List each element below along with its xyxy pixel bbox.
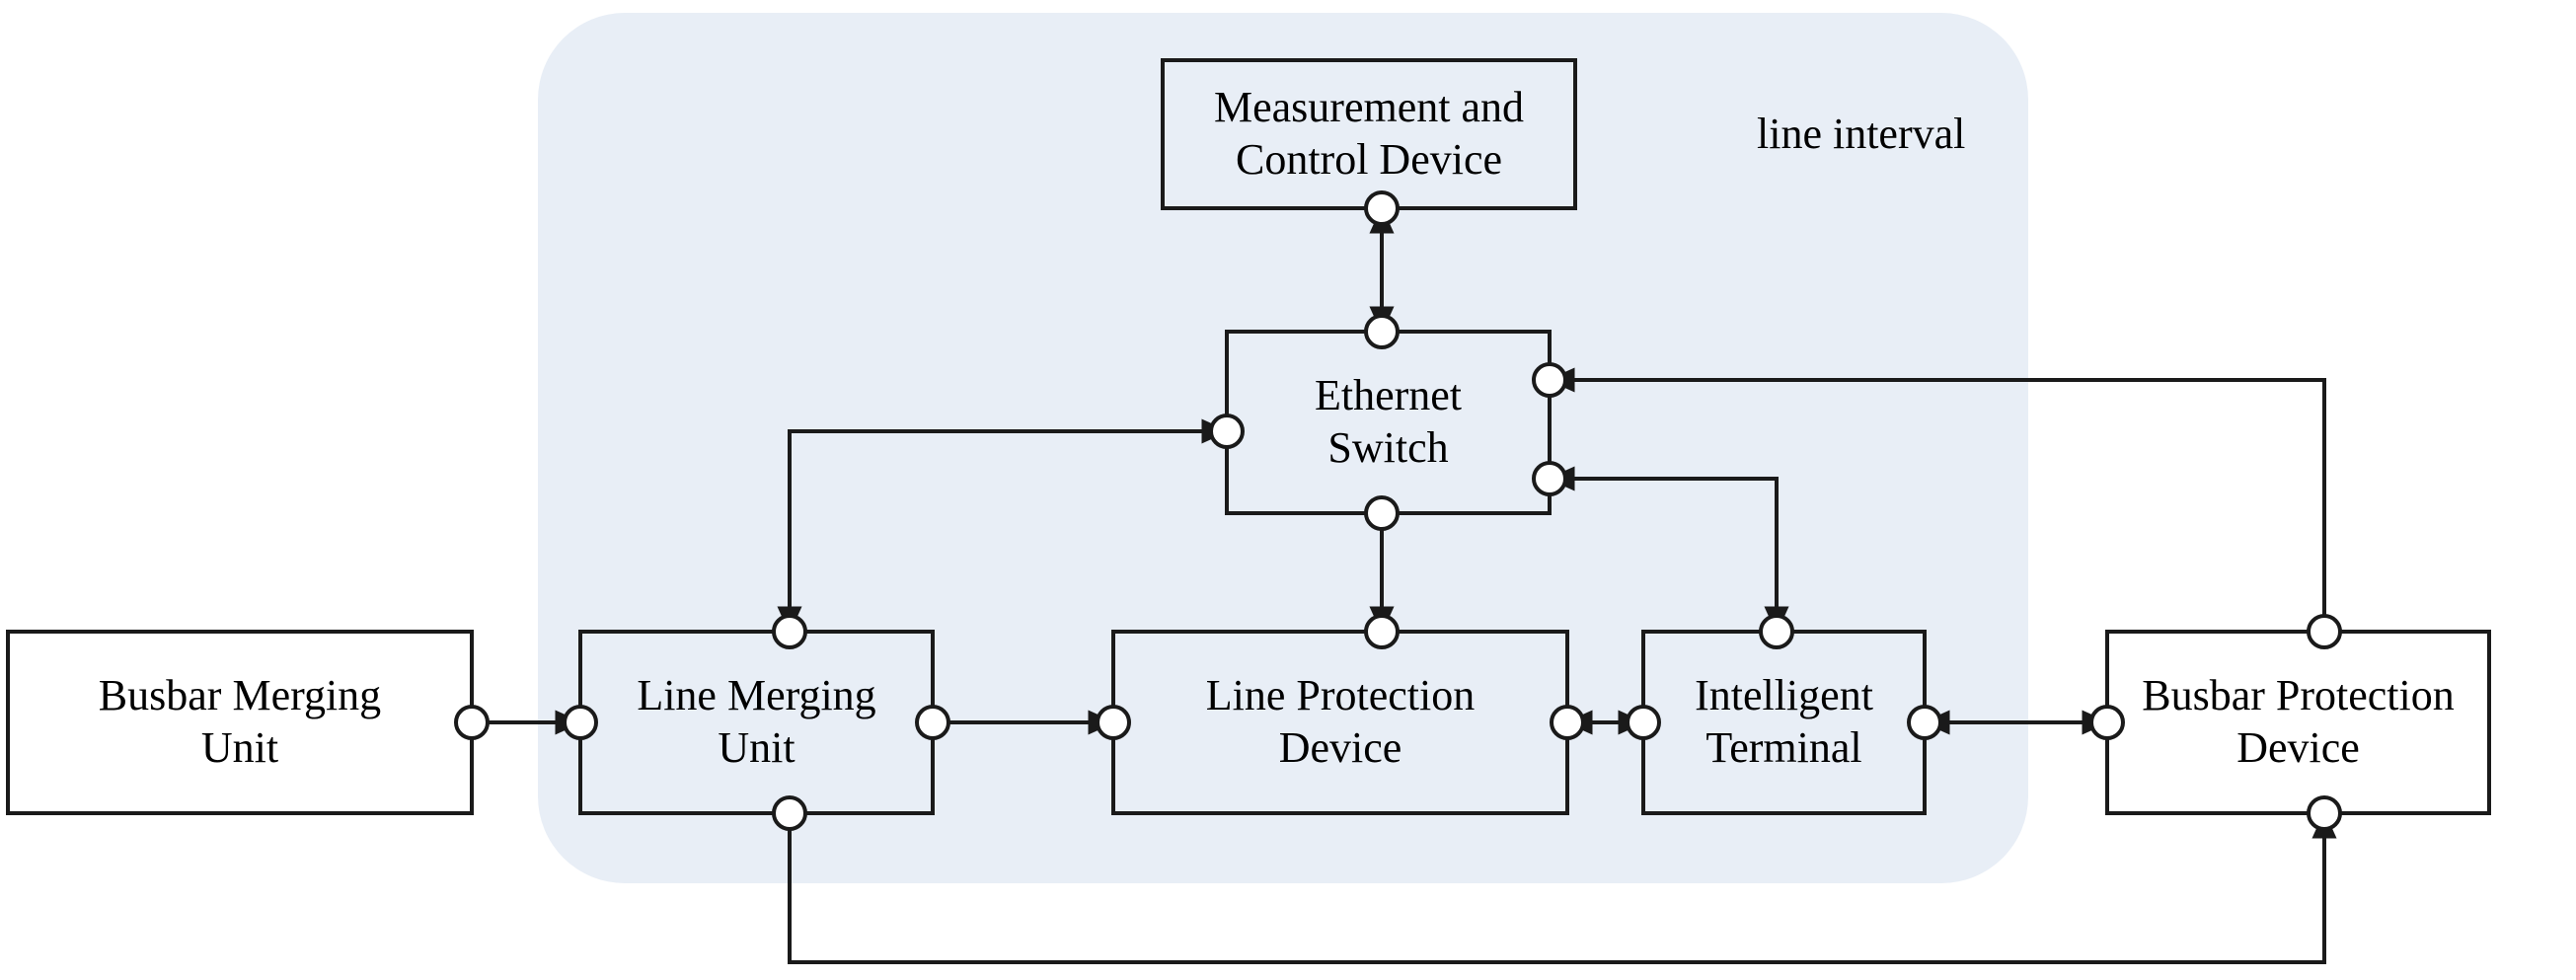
- node-box-intelligent-terminal[interactable]: [1641, 630, 1927, 815]
- port-lmu-top[interactable]: [772, 614, 807, 649]
- port-es-top[interactable]: [1364, 314, 1400, 349]
- port-es-bottom[interactable]: [1364, 495, 1400, 531]
- port-bpd-bottom[interactable]: [2307, 795, 2342, 831]
- port-circle-layer: [454, 190, 2342, 831]
- port-lpd-top[interactable]: [1364, 614, 1400, 649]
- port-mcd-bottom[interactable]: [1364, 190, 1400, 226]
- port-lmu-bottom[interactable]: [772, 795, 807, 831]
- port-it-right[interactable]: [1907, 705, 1942, 740]
- node-box-measurement-control-device[interactable]: [1161, 58, 1577, 210]
- port-bpd-top[interactable]: [2307, 614, 2342, 649]
- port-lmu-left[interactable]: [563, 705, 598, 740]
- conn-lmu-ethernet-switch: [777, 418, 1230, 635]
- port-lmu-right[interactable]: [915, 705, 950, 740]
- node-box-busbar-merging-unit[interactable]: [6, 630, 474, 815]
- conn-it-ethernet-switch: [1547, 466, 1789, 635]
- port-lpd-left[interactable]: [1096, 705, 1131, 740]
- node-box-busbar-protection-device[interactable]: [2105, 630, 2491, 815]
- port-lpd-right[interactable]: [1550, 705, 1585, 740]
- connection-layer: [472, 205, 2337, 964]
- port-it-left[interactable]: [1626, 705, 1661, 740]
- zone-label-line-interval: line interval: [1757, 110, 1966, 158]
- node-box-line-merging-unit[interactable]: [578, 630, 935, 815]
- conn-bpd-ethernet-switch: [1547, 367, 2326, 632]
- node-box-line-protection-device[interactable]: [1111, 630, 1569, 815]
- port-es-right-1[interactable]: [1532, 362, 1567, 398]
- port-bpd-left[interactable]: [2089, 705, 2125, 740]
- node-box-ethernet-switch[interactable]: [1225, 330, 1552, 515]
- conn-lmu-bpd: [788, 810, 2337, 964]
- port-bmu-right[interactable]: [454, 705, 490, 740]
- port-es-right-2[interactable]: [1532, 461, 1567, 496]
- port-es-left[interactable]: [1209, 414, 1245, 449]
- port-it-top[interactable]: [1759, 614, 1794, 649]
- node-box-layer: [6, 58, 2491, 815]
